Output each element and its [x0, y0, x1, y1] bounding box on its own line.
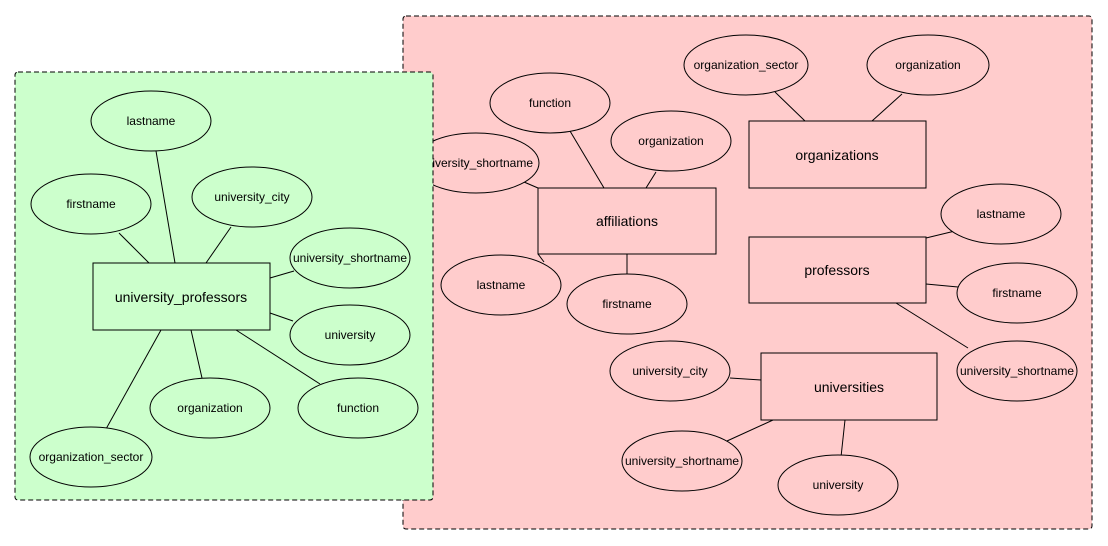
connector [871, 93, 903, 122]
connector [537, 253, 545, 263]
attr-label: organization [638, 134, 703, 148]
attr-organizations-organization: organization [866, 34, 990, 96]
attr-label: firstname [66, 197, 116, 211]
entity-professors: professors [748, 236, 927, 304]
attr-professors-lastname: lastname [940, 183, 1062, 245]
attr-label: university_shortname [293, 251, 407, 265]
connector [645, 171, 657, 189]
attr-universities-university: university [777, 454, 899, 516]
attr-label: university_city [214, 190, 289, 204]
left-connectors [105, 150, 321, 430]
connector [895, 302, 969, 349]
attr-left-university-shortname: university_shortname [289, 227, 411, 289]
attr-left-firstname: firstname [30, 173, 152, 235]
connector [840, 419, 846, 458]
attr-label: function [529, 96, 571, 110]
connector [105, 329, 162, 430]
attr-label: organization [177, 401, 242, 415]
attr-label: lastname [127, 114, 176, 128]
right-panel: function organization university_shortna… [402, 15, 1093, 530]
connector [726, 419, 774, 442]
universities-group: university_city university_shortname uni… [609, 340, 938, 516]
attr-label: university_shortname [625, 454, 739, 468]
attr-label: lastname [977, 207, 1026, 221]
connector [925, 230, 956, 239]
attr-label: university_shortname [419, 156, 533, 170]
entity-organizations: organizations [748, 120, 927, 189]
attr-label: lastname [477, 278, 526, 292]
attr-label: function [337, 401, 379, 415]
entity-label: universities [814, 379, 884, 395]
left-panel: lastname firstname university_city unive… [14, 71, 434, 501]
attr-left-university: university [289, 304, 411, 366]
connector [269, 270, 295, 279]
entity-label: university_professors [115, 289, 247, 305]
connector [235, 329, 321, 385]
attr-professors-university-shortname: university_shortname [956, 340, 1078, 402]
attr-affiliations-function: function [489, 72, 611, 134]
attr-affiliations-lastname: lastname [440, 254, 562, 316]
attr-label: university [325, 328, 376, 342]
organizations-group: organization_sector organization organiz… [683, 34, 990, 189]
attr-affiliations-organization: organization [610, 110, 732, 172]
connector [269, 312, 294, 322]
attr-universities-university-shortname: university_shortname [621, 430, 743, 492]
connector [774, 91, 806, 122]
attr-label: organization [895, 58, 960, 72]
attr-organizations-organization-sector: organization_sector [683, 34, 809, 96]
attr-professors-firstname: firstname [956, 262, 1078, 324]
attr-affiliations-university-shortname: university_shortname [412, 132, 540, 194]
attr-label: organization_sector [694, 58, 799, 72]
entity-universities: universities [760, 352, 938, 421]
connector [190, 329, 203, 379]
attr-label: firstname [602, 297, 652, 311]
affiliations-group: function organization university_shortna… [412, 72, 732, 335]
entity-university-professors: university_professors [92, 262, 271, 331]
connector [729, 377, 762, 381]
entity-label: professors [804, 262, 869, 278]
attr-label: organization_sector [39, 450, 144, 464]
attr-affiliations-firstname: firstname [566, 273, 688, 335]
connector [118, 232, 150, 264]
entity-label: organizations [795, 147, 878, 163]
attr-left-organization: organization [149, 377, 271, 439]
attr-universities-university-city: university_city [609, 340, 731, 402]
connector [925, 283, 959, 288]
attr-left-organization-sector: organization_sector [29, 426, 153, 488]
connector [155, 150, 176, 264]
attr-label: university [813, 478, 864, 492]
connector [566, 125, 605, 189]
right-connectors [523, 91, 969, 458]
attr-label: firstname [992, 286, 1042, 300]
attr-left-function: function [297, 377, 419, 439]
attr-left-university-city: university_city [191, 166, 313, 228]
attr-label: university_city [632, 364, 707, 378]
entity-affiliations: affiliations [537, 187, 717, 255]
attr-left-lastname: lastname [90, 90, 212, 152]
entity-label: affiliations [596, 213, 658, 229]
connector [523, 181, 539, 189]
attr-label: university_shortname [960, 364, 1074, 378]
professors-group: lastname firstname university_shortname … [748, 183, 1078, 402]
connector [205, 226, 232, 264]
